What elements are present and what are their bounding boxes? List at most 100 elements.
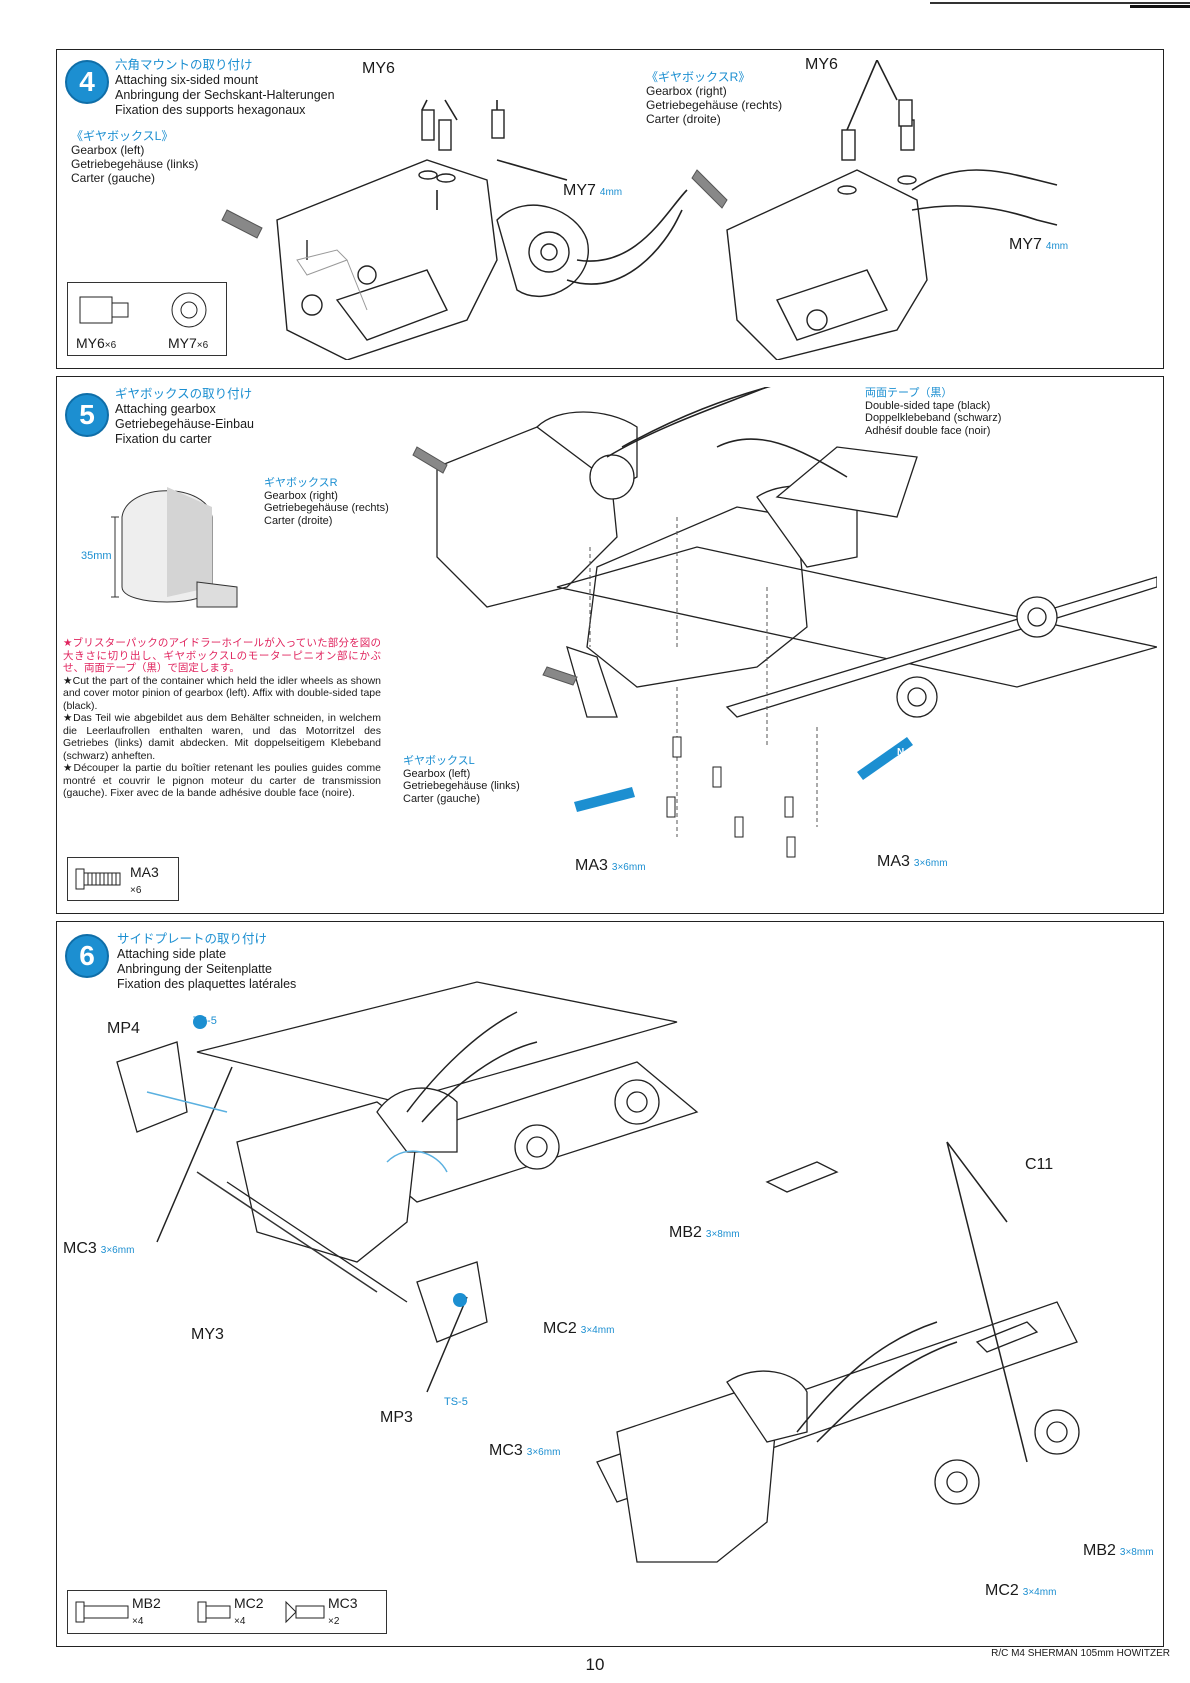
caption-de: Getriebegehäuse (links) <box>403 780 520 792</box>
step-5-panel: 5 ギヤボックスの取り付け Attaching gearbox Getriebe… <box>56 376 1164 914</box>
title-fr: Fixation des plaquettes latérales <box>117 977 297 991</box>
label-mc3-text: MC3 <box>489 1442 523 1459</box>
title-fr: Fixation du carter <box>115 432 212 446</box>
part-qty: ×2 <box>328 1616 340 1627</box>
label-ma3-text: MA3 <box>877 853 910 870</box>
note-fr: ★Découper la partie du boîtier retenant … <box>63 762 381 799</box>
caption-en: Gearbox (left) <box>71 143 145 157</box>
caption-de: Getriebegehäuse (rechts) <box>264 502 389 514</box>
page-top-rule <box>0 0 1190 8</box>
gearbox-right-caption: 《ギヤボックスR》 Gearbox (right) Getriebegehäus… <box>646 70 782 126</box>
caption-de: Getriebegehäuse (links) <box>71 157 199 171</box>
part-name: MC2 <box>234 1595 264 1611</box>
title-en: Attaching gearbox <box>115 402 216 416</box>
caption-jp: 《ギヤボックスL》 <box>71 129 174 143</box>
label-ts5-bottom: TS-5 <box>444 1396 468 1408</box>
label-mc2-size: 3×4mm <box>580 1325 615 1336</box>
label-mc2-size: 3×4mm <box>1022 1587 1057 1598</box>
step-number-badge: 5 <box>65 393 109 437</box>
part-name: MB2 <box>132 1595 161 1611</box>
step-title: 六角マウントの取り付け Attaching six-sided mount An… <box>115 58 335 118</box>
dimension-label: 35mm <box>81 550 112 562</box>
title-jp: 六角マウントの取り付け <box>115 58 253 72</box>
step-4-panel: 4 六角マウントの取り付け Attaching six-sided mount … <box>56 49 1164 369</box>
manual-title: R/C M4 SHERMAN 105mm HOWITZER <box>991 1648 1170 1659</box>
n-marker-left: N <box>589 783 597 794</box>
label-ts5-top: TS-5 <box>193 1015 217 1027</box>
part-name: MY7 <box>168 335 197 351</box>
label-mc2-text: MC2 <box>985 1582 1019 1599</box>
step-title: ギヤボックスの取り付け Attaching gearbox Getriebege… <box>115 387 254 447</box>
parts-bag-box: MB2×4 MC2×4 MC3×2 <box>67 1590 387 1634</box>
label-mb2-text: MB2 <box>669 1224 702 1241</box>
caption-jp: 両面テープ（黒） <box>865 387 953 399</box>
blister-cover-diagram <box>111 487 238 608</box>
part-qty: ×6 <box>130 885 142 896</box>
label-ma3-size: 3×6mm <box>611 862 646 873</box>
caption-de: Doppelklebeband (schwarz) <box>865 412 1002 424</box>
caption-en: Gearbox (right) <box>646 84 727 98</box>
step-6-panel: 6 サイドプレートの取り付け Attaching side plate Anbr… <box>56 921 1164 1647</box>
note-en: ★Cut the part of the container which hel… <box>63 674 381 712</box>
gearbox-left-caption: 《ギヤボックスL》 Gearbox (left) Getriebegehäuse… <box>71 129 198 185</box>
part-caption-my6: MY6×6 <box>76 335 116 351</box>
gearbox-install-diagram <box>412 387 1157 858</box>
caption-fr: Adhésif double face (noir) <box>865 424 991 437</box>
part-name: MC3 <box>328 1595 358 1611</box>
title-de: Getriebegehäuse-Einbau <box>115 417 254 431</box>
label-my7-text: MY7 <box>1009 236 1042 253</box>
title-en: Attaching side plate <box>117 947 227 961</box>
instruction-note: ★ブリスターパックのアイドラーホイールが入っていた部分を図の大きさに切り出し、ギ… <box>63 637 381 800</box>
hex-mount-and-washer-icon <box>79 292 207 328</box>
label-my6-left: MY6 <box>362 60 395 77</box>
gearbox-left-diagram <box>221 99 688 360</box>
part-qty: ×6 <box>196 340 209 351</box>
caption-jp: ギヤボックスL <box>403 755 475 767</box>
label-my7-size: 4mm <box>1045 241 1069 252</box>
caption-en: Gearbox (left) <box>403 767 471 780</box>
caption-jp: ギヤボックスR <box>264 477 338 489</box>
caption-de: Getriebegehäuse (rechts) <box>646 98 783 112</box>
label-mp3: MP3 <box>380 1409 413 1426</box>
title-en: Attaching six-sided mount <box>115 73 259 87</box>
part-qty: ×4 <box>132 1616 144 1627</box>
tape-caption: 両面テープ（黒） Double-sided tape (black) Doppe… <box>865 387 1001 437</box>
gearbox-right-diagram <box>691 60 1058 360</box>
part-caption-mb2: MB2×4 <box>132 1595 161 1627</box>
part-caption-mc3: MC3×2 <box>328 1595 358 1627</box>
note-jp: ★ブリスターパックのアイドラーホイールが入っていた部分を図の大きさに切り出し、ギ… <box>63 637 381 674</box>
caption-en: Double-sided tape (black) <box>865 399 991 412</box>
caption-en: Gearbox (right) <box>264 489 338 502</box>
label-mb2-size: 3×8mm <box>705 1229 740 1240</box>
part-caption-my7: MY7×6 <box>168 335 208 351</box>
label-mc3-size: 3×6mm <box>526 1447 561 1458</box>
label-my3: MY3 <box>191 1326 224 1343</box>
note-de: ★Das Teil wie abgebildet aus dem Behälte… <box>63 712 381 762</box>
label-c11: C11 <box>1025 1156 1054 1173</box>
label-mb2-text: MB2 <box>1083 1542 1116 1559</box>
caption-jp: 《ギヤボックスR》 <box>646 70 751 84</box>
part-name: MY6 <box>76 335 105 351</box>
step-number-badge: 6 <box>65 934 109 978</box>
step-number-badge: 4 <box>65 60 109 104</box>
caption-fr: Carter (droite) <box>264 514 333 527</box>
label-my6-right: MY6 <box>805 56 838 73</box>
title-jp: ギヤボックスの取り付け <box>115 387 253 401</box>
part-caption-mc2: MC2×4 <box>234 1595 264 1627</box>
caption-fr: Carter (gauche) <box>403 792 481 805</box>
title-jp: サイドプレートの取り付け <box>117 932 268 946</box>
label-mp4: MP4 <box>107 1020 140 1037</box>
side-plate-diagram <box>116 981 1080 1563</box>
caption-fr: Carter (gauche) <box>71 171 156 185</box>
title-de: Anbringung der Seitenplatte <box>117 962 272 976</box>
